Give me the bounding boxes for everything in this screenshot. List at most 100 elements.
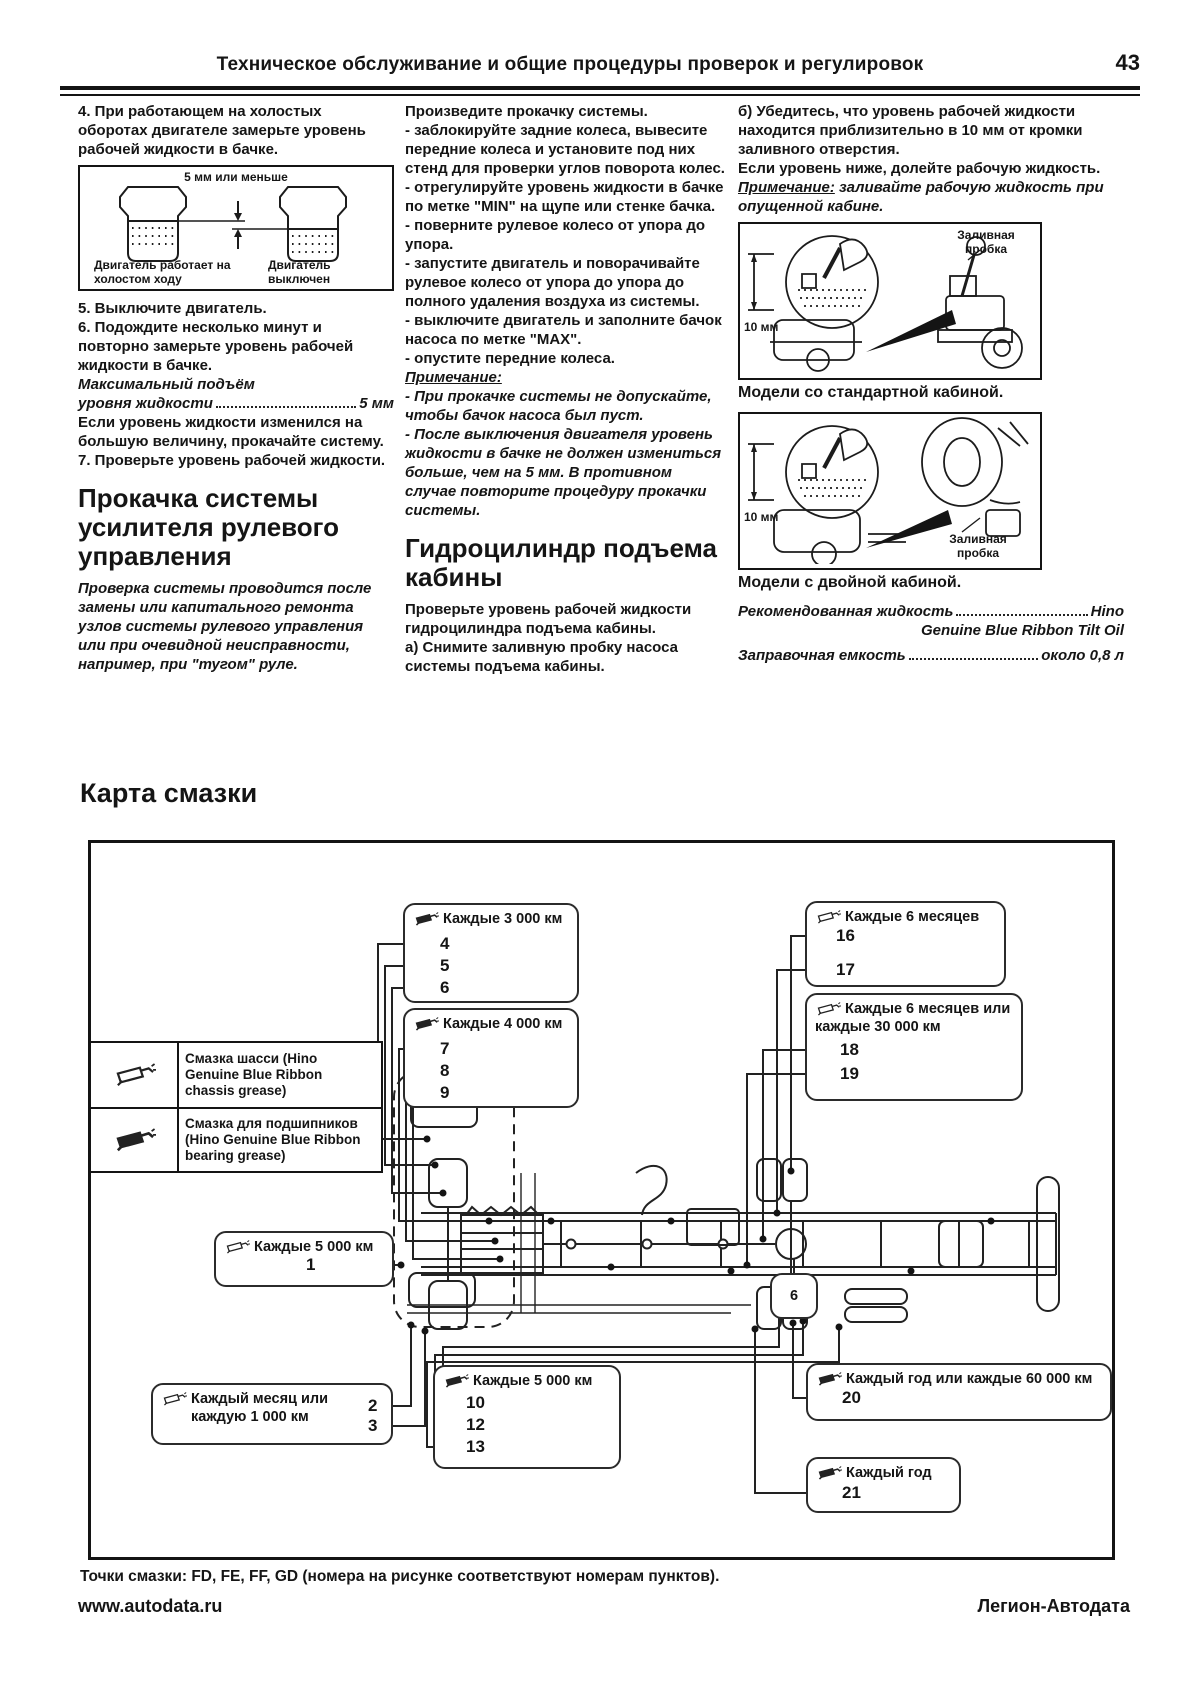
interval-label: Каждый год или каждые 60 000 км [846, 1371, 1093, 1387]
truck-point-6-box: 6 [770, 1273, 818, 1319]
column-right: б) Убедитесь, что уровень рабочей жидкос… [738, 102, 1124, 676]
interval-box-5000km-front: Каждые 5 000 км [214, 1231, 394, 1287]
paragraph: а) Снимите заливную пробку насоса систем… [405, 639, 678, 675]
note-label: Примечание: [738, 179, 835, 196]
point-number: 19 [839, 1063, 860, 1085]
spec-line: Заправочная емкость около 0,8 л [738, 646, 1124, 665]
grease-gun-icon [413, 912, 439, 926]
lube-map-figure: Смазка шасси (Hino Genuine Blue Ribbon c… [88, 840, 1115, 1560]
grease-gun-icon [816, 1466, 842, 1480]
note-text: заливайте рабочую жидкость при опущенной… [738, 179, 1104, 215]
spec-label: уровня жидкости [78, 395, 213, 412]
filler-plug-label: Заливная пробка [957, 228, 1015, 256]
interval-label: Каждые 4 000 км [443, 1016, 563, 1032]
spec-label: Рекомендованная жидкость [738, 603, 954, 620]
point-number: 21 [841, 1482, 862, 1504]
point-number: 3 [367, 1415, 379, 1437]
point-number: 6 [439, 977, 451, 999]
column-middle: Произведите прокачку системы. - заблокир… [405, 102, 727, 676]
bullet-item: - отрегулируйте уровень жидкости в бачке… [405, 179, 724, 215]
interval-box-yearly: Каждый год [806, 1457, 961, 1513]
figure-top-label: 5 мм или меньше [184, 170, 288, 184]
footer-publisher: Легион-Автодата [977, 1596, 1131, 1616]
double-cab-figure: 10 мм Заливная пробка [738, 412, 1042, 570]
grease-gun-icon [815, 1002, 841, 1016]
point-number: 18 [839, 1039, 860, 1061]
point-number: 9 [439, 1082, 451, 1104]
grease-gun-icon [224, 1240, 250, 1254]
grease-gun-icon [443, 1374, 469, 1388]
point-number: 2 [367, 1395, 379, 1417]
point-number: 4 [439, 933, 451, 955]
footer-site-url: www.autodata.ru [78, 1596, 223, 1616]
interval-label: Каждые 6 месяцев или каждые 30 000 км [815, 1001, 1011, 1035]
paragraph: б) Убедитесь, что уровень рабочей жидкос… [738, 103, 1083, 158]
interval-label: Каждые 5 000 км [473, 1373, 593, 1389]
interval-box-3000km: Каждые 3 000 км [403, 903, 579, 1003]
interval-box-6months-30000km: Каждые 6 месяцев или каждые 30 000 км [805, 993, 1023, 1101]
point-number: 10 [465, 1392, 486, 1414]
page-number: 43 [1115, 50, 1140, 75]
point-number: 16 [835, 925, 856, 947]
interval-label: Каждые 3 000 км [443, 911, 563, 927]
spec-line: уровня жидкости 5 мм [78, 394, 394, 413]
note-label: Примечание: [405, 369, 502, 386]
paragraph: Если уровень ниже, долейте рабочую жидко… [738, 160, 1101, 177]
bullet-item: - опустите передние колеса. [405, 350, 615, 367]
section-intro: Проверка системы проводится после замены… [78, 580, 372, 673]
content-columns: 4. При работающем на холостых оборотах д… [78, 102, 1134, 676]
interval-label: Каждый год [846, 1465, 932, 1481]
interval-label: Каждые 5 000 км [254, 1239, 374, 1255]
interval-label: Каждые 6 месяцев [845, 909, 980, 925]
leader-dots [215, 406, 357, 408]
bullet-item: - выключите двигатель и заполните бачок … [405, 312, 722, 348]
interval-box-monthly: Каждый месяц или каждую 1 000 км [151, 1383, 393, 1445]
grease-gun-icon [413, 1017, 439, 1031]
grease-legend: Смазка шасси (Hino Genuine Blue Ribbon c… [91, 1041, 383, 1173]
paragraph: Произведите прокачку системы. [405, 103, 648, 120]
bullet-item: - заблокируйте задние колеса, вывесите п… [405, 122, 725, 177]
leader-dots [956, 614, 1088, 616]
leader-dots [908, 658, 1039, 660]
spec-label: Заправочная емкость [738, 647, 906, 664]
point-number: 1 [305, 1254, 317, 1276]
paragraph: Проверьте уровень рабочей жидкости гидро… [405, 601, 692, 637]
lube-map-heading: Карта смазки [80, 778, 258, 808]
figure-caption: Модели со стандартной кабиной. [738, 384, 1004, 401]
grease-gun-icon [816, 1372, 842, 1386]
reservoir-level-figure: 5 мм или меньше [78, 165, 394, 291]
legend-row-label: Смазка шасси (Hino Genuine Blue Ribbon c… [185, 1051, 323, 1098]
bullet-item: - запустите двигатель и поворачивайте ру… [405, 255, 700, 310]
figure-caption: Модели с двойной кабиной. [738, 574, 962, 591]
page-title: Техническое обслуживание и общие процеду… [216, 54, 924, 75]
grease-gun-icon [161, 1392, 187, 1406]
interval-box-4000km: Каждые 4 000 км [403, 1008, 579, 1108]
point-number: 17 [835, 959, 856, 981]
spec-line: Максимальный подъём [78, 376, 255, 393]
interval-box-5000km-mid: Каждые 5 000 км [433, 1365, 621, 1469]
header-rule [60, 86, 1140, 96]
point-number: 7 [439, 1038, 451, 1060]
point-number: 20 [841, 1387, 862, 1409]
bullet-item: - поверните рулевое колесо от упора до у… [405, 217, 705, 253]
reservoir-drawing [119, 186, 347, 262]
standard-cab-drawing [748, 235, 1023, 372]
interval-label: Каждый месяц или каждую 1 000 км [191, 1391, 329, 1425]
section-heading: Прокачка системы усилителя рулевого упра… [78, 483, 340, 571]
note-item: - После выключения двигателя уровень жид… [405, 426, 722, 519]
paragraph: 7. Проверьте уровень рабочей жидкости. [78, 452, 386, 469]
legend-row-label: Смазка для подшипников (Hino Genuine Blu… [179, 1107, 381, 1171]
spec-line: Рекомендованная жидкость Hino [738, 602, 1124, 621]
column-left: 4. При работающем на холостых оборотах д… [78, 102, 394, 676]
dimension-label: 10 мм [744, 320, 779, 334]
point-number: 5 [439, 955, 451, 977]
double-cab-drawing [748, 417, 1029, 564]
page-header: Техническое обслуживание и общие процеду… [60, 50, 1140, 76]
dimension-label: 10 мм [744, 510, 779, 524]
point-number: 12 [465, 1414, 486, 1436]
chassis-grease-icon [91, 1043, 179, 1107]
lube-map-caption: Точки смазки: FD, FE, FF, GD (номера на … [80, 1568, 720, 1585]
spec-value: 5 мм [359, 395, 394, 412]
figure-caption-left: Двигатель работает на холостом ходу [94, 258, 231, 286]
